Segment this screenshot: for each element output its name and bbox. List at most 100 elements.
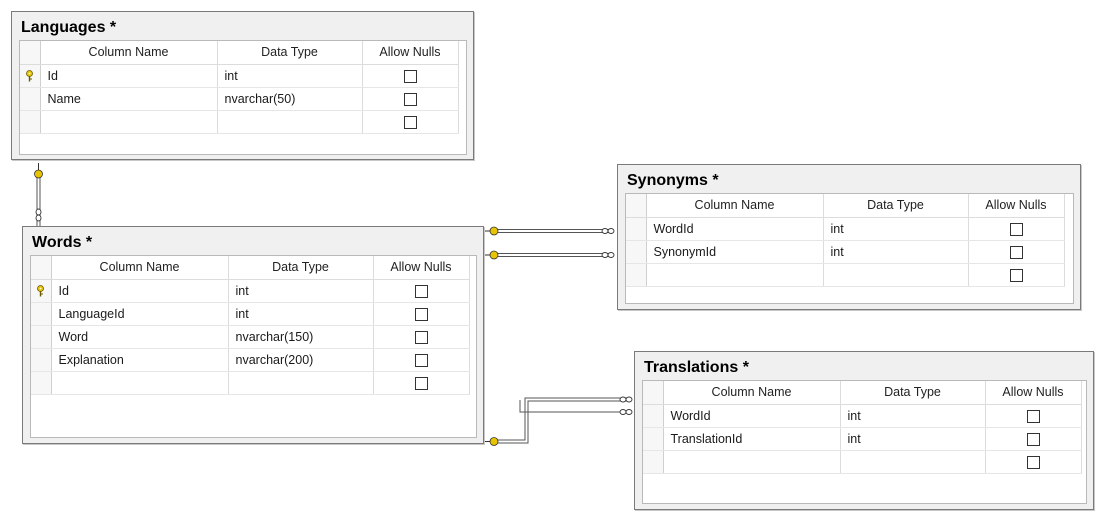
row-selector[interactable] (643, 427, 664, 451)
allow-nulls-checkbox[interactable] (414, 307, 428, 321)
data-type-cell[interactable]: int (228, 302, 374, 326)
column-name-cell[interactable]: Id (51, 279, 229, 303)
column-name-cell[interactable] (40, 110, 218, 134)
allow-nulls-checkbox[interactable] (414, 376, 428, 390)
empty-new-row[interactable] (31, 371, 470, 395)
row-selector-header (20, 41, 41, 65)
table-languages[interactable]: Languages * Column Name Data Type Allow … (11, 11, 474, 160)
column-grid[interactable]: Column Name Data Type Allow Nulls WordId… (642, 380, 1087, 504)
row-selector-header (31, 256, 52, 280)
column-name-cell[interactable]: WordId (646, 217, 824, 241)
column-name-cell[interactable] (663, 450, 841, 474)
table-row[interactable]: SynonymId int (626, 240, 1065, 264)
column-name-cell[interactable]: Explanation (51, 348, 229, 372)
allow-nulls-cell (373, 371, 470, 395)
data-type-cell[interactable]: int (228, 279, 374, 303)
key-endpoint-icon (484, 437, 499, 446)
allow-nulls-checkbox[interactable] (1009, 222, 1023, 236)
data-type-cell[interactable]: int (823, 240, 969, 264)
relationship-languages-words[interactable] (34, 163, 43, 226)
column-name-header: Column Name (51, 256, 229, 280)
allow-nulls-cell (968, 217, 1065, 241)
column-name-cell[interactable]: SynonymId (646, 240, 824, 264)
data-type-cell[interactable]: int (217, 64, 363, 88)
table-synonyms[interactable]: Synonyms * Column Name Data Type Allow N… (617, 164, 1081, 310)
row-selector[interactable] (20, 87, 41, 111)
table-row[interactable]: Explanation nvarchar(200) (31, 348, 470, 372)
table-words[interactable]: Words * Column Name Data Type Allow Null… (22, 226, 484, 444)
column-name-cell[interactable]: LanguageId (51, 302, 229, 326)
allow-nulls-checkbox[interactable] (1009, 268, 1023, 282)
grid-header-row: Column Name Data Type Allow Nulls (31, 256, 470, 280)
column-grid[interactable]: Column Name Data Type Allow Nulls Id int (19, 40, 467, 155)
allow-nulls-header: Allow Nulls (362, 41, 459, 65)
allow-nulls-cell (968, 263, 1065, 287)
row-selector[interactable] (31, 325, 52, 349)
column-grid[interactable]: Column Name Data Type Allow Nulls WordId… (625, 193, 1074, 304)
data-type-header: Data Type (228, 256, 374, 280)
data-type-cell[interactable]: nvarchar(150) (228, 325, 374, 349)
row-selector[interactable] (643, 404, 664, 428)
data-type-cell[interactable]: nvarchar(50) (217, 87, 363, 111)
table-row[interactable]: LanguageId int (31, 302, 470, 326)
column-name-cell[interactable]: WordId (663, 404, 841, 428)
table-title: Languages * (21, 19, 117, 36)
relationship-words-synonyms-synonymid[interactable] (484, 250, 615, 260)
table-title: Translations * (644, 359, 749, 376)
table-row[interactable]: Name nvarchar(50) (20, 87, 459, 111)
allow-nulls-checkbox[interactable] (403, 69, 417, 83)
row-selector-header (626, 194, 647, 218)
column-name-cell[interactable]: Name (40, 87, 218, 111)
allow-nulls-cell (362, 110, 459, 134)
row-selector[interactable] (626, 263, 647, 287)
empty-new-row[interactable] (643, 450, 1082, 474)
table-row[interactable]: TranslationId int (643, 427, 1082, 451)
table-row[interactable]: WordId int (626, 217, 1065, 241)
table-row[interactable]: WordId int (643, 404, 1082, 428)
row-selector[interactable] (31, 279, 52, 303)
relationship-words-translations[interactable] (484, 396, 633, 446)
data-type-cell[interactable] (228, 371, 374, 395)
column-name-cell[interactable] (646, 263, 824, 287)
row-selector[interactable] (20, 64, 41, 88)
row-selector[interactable] (20, 110, 41, 134)
table-row[interactable]: Id int (31, 279, 470, 303)
infinity-endpoint-icon (601, 252, 615, 258)
table-row[interactable]: Word nvarchar(150) (31, 325, 470, 349)
table-translations[interactable]: Translations * Column Name Data Type All… (634, 351, 1094, 510)
allow-nulls-checkbox[interactable] (1026, 432, 1040, 446)
row-selector[interactable] (626, 217, 647, 241)
allow-nulls-cell (985, 404, 1082, 428)
allow-nulls-checkbox[interactable] (403, 115, 417, 129)
allow-nulls-checkbox[interactable] (1026, 409, 1040, 423)
table-title: Synonyms * (627, 172, 719, 189)
row-selector[interactable] (31, 348, 52, 372)
allow-nulls-checkbox[interactable] (1009, 245, 1023, 259)
column-name-cell[interactable]: TranslationId (663, 427, 841, 451)
data-type-cell[interactable]: nvarchar(200) (228, 348, 374, 372)
empty-new-row[interactable] (626, 263, 1065, 287)
table-row[interactable]: Id int (20, 64, 459, 88)
column-name-cell[interactable] (51, 371, 229, 395)
row-selector[interactable] (31, 371, 52, 395)
data-type-cell[interactable]: int (840, 404, 986, 428)
column-name-cell[interactable]: Word (51, 325, 229, 349)
allow-nulls-header: Allow Nulls (968, 194, 1065, 218)
allow-nulls-checkbox[interactable] (403, 92, 417, 106)
data-type-cell[interactable] (217, 110, 363, 134)
allow-nulls-checkbox[interactable] (414, 353, 428, 367)
row-selector[interactable] (31, 302, 52, 326)
allow-nulls-checkbox[interactable] (414, 284, 428, 298)
row-selector[interactable] (643, 450, 664, 474)
relationship-words-synonyms-wordid[interactable] (484, 226, 615, 236)
data-type-cell[interactable]: int (823, 217, 969, 241)
row-selector[interactable] (626, 240, 647, 264)
empty-new-row[interactable] (20, 110, 459, 134)
allow-nulls-checkbox[interactable] (414, 330, 428, 344)
data-type-cell[interactable]: int (840, 427, 986, 451)
data-type-cell[interactable] (823, 263, 969, 287)
data-type-cell[interactable] (840, 450, 986, 474)
column-grid[interactable]: Column Name Data Type Allow Nulls Id int (30, 255, 477, 438)
column-name-cell[interactable]: Id (40, 64, 218, 88)
allow-nulls-checkbox[interactable] (1026, 455, 1040, 469)
